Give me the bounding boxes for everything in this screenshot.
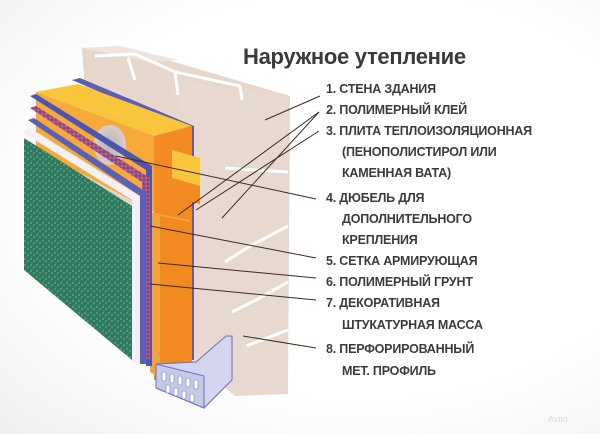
insulation-layer — [36, 84, 200, 380]
decorative-plaster-layer — [24, 138, 132, 360]
label-polymer-primer: 6. ПОЛИМЕРНЫЙ ГРУНТ — [326, 275, 473, 289]
perforated-profile — [155, 335, 233, 409]
watermark: Avito — [548, 414, 568, 424]
label-decorative-plaster-line2: ШТУКАТУРНАЯ МАССА — [342, 318, 483, 332]
label-decorative-plaster: 7. ДЕКОРАТИВНАЯ — [326, 296, 440, 310]
label-polymer-glue: 2. ПОЛИМЕРНЫЙ КЛЕЙ — [326, 103, 467, 117]
label-dowel-line2: ДОПОЛНИТЕЛЬНОГО — [342, 212, 472, 226]
label-insulation-board: 3. ПЛИТА ТЕПЛОИЗОЛЯЦИОННАЯ — [326, 124, 532, 138]
label-insulation-board-line2: (ПЕНОПОЛИСТИРОЛ ИЛИ — [342, 145, 497, 159]
label-perforated-profile-line2: МЕТ. ПРОФИЛЬ — [342, 364, 436, 378]
mesh-and-primer-layers — [28, 94, 152, 366]
label-perforated-profile: 8. ПЕРФОРИРОВАННЫЙ — [326, 342, 475, 356]
leader-lines — [115, 95, 321, 349]
label-dowel-line3: КРЕПЛЕНИЯ — [342, 233, 418, 247]
label-insulation-board-line3: КАМЕННАЯ ВАТА) — [342, 166, 451, 180]
diagram-title: Наружное утепление — [243, 44, 466, 69]
label-dowel: 4. ДЮБЕЛЬ ДЛЯ — [326, 191, 425, 205]
label-reinforcing-mesh: 5. СЕТКА АРМИРУЮЩАЯ — [326, 254, 478, 268]
label-wall: 1. СТЕНА ЗДАНИЯ — [326, 82, 436, 96]
